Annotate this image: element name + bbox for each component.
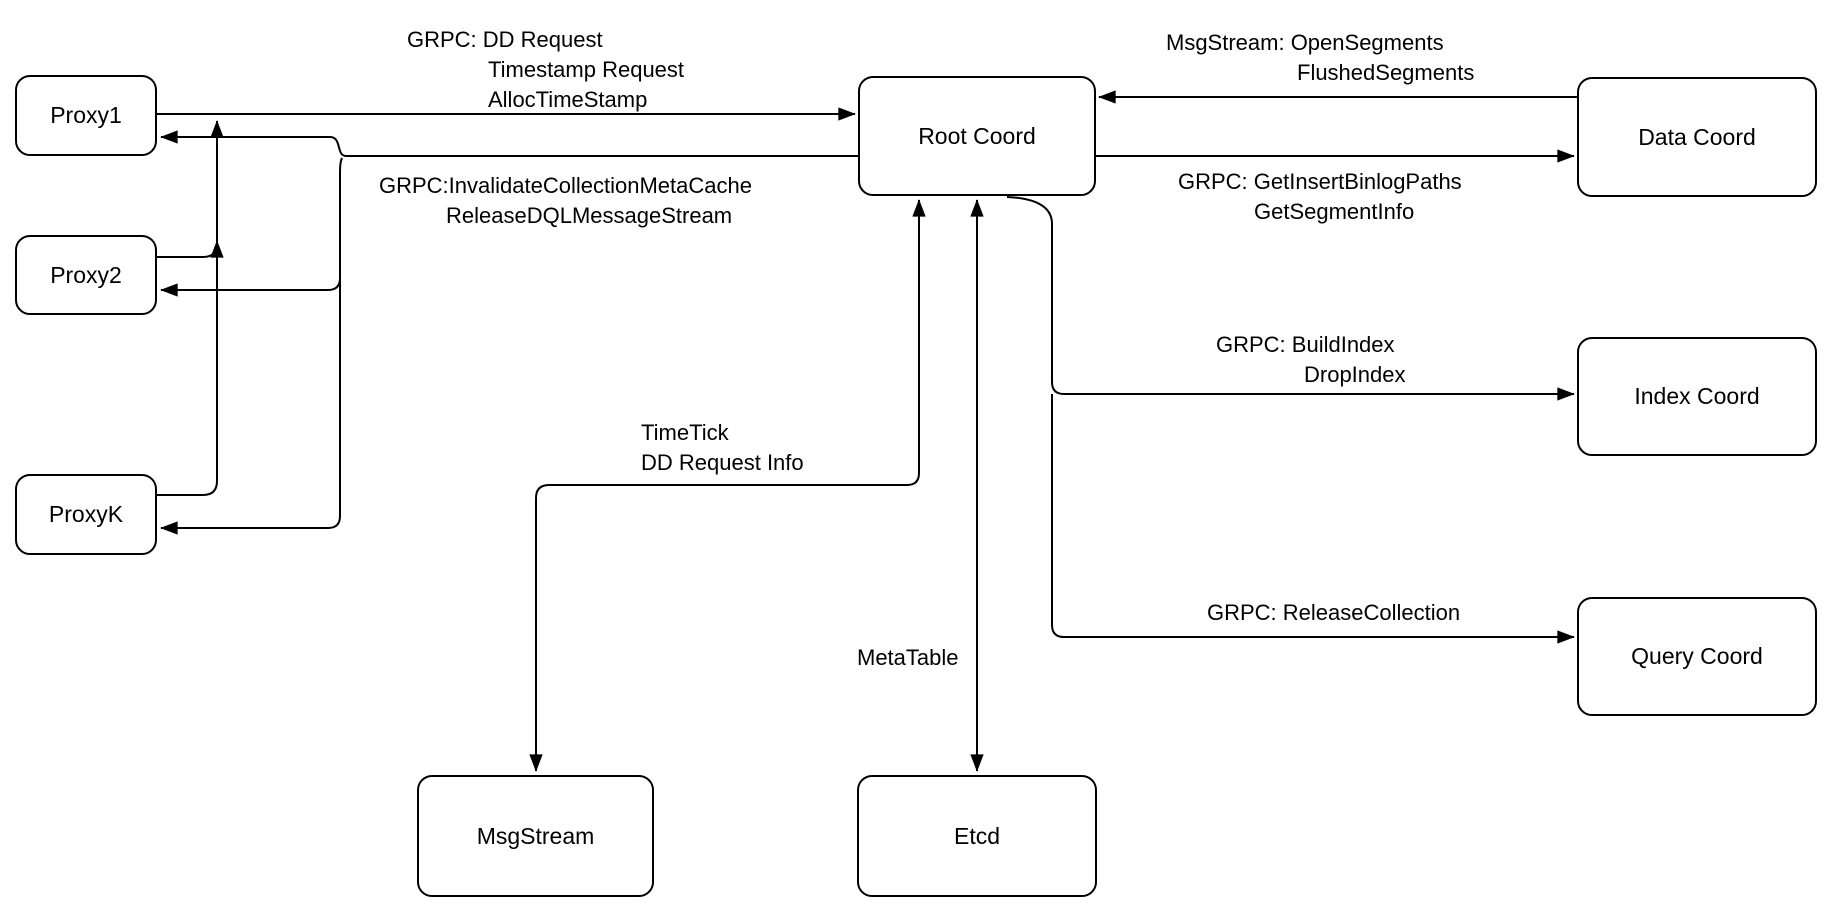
label-line: GRPC: ReleaseCollection [1207,600,1461,625]
label-line: MetaTable [857,645,959,670]
label-line: GetSegmentInfo [1254,199,1415,224]
label-line: DD Request Info [641,450,804,475]
node-proxy2: Proxy2 [15,235,157,315]
label-line: GRPC: GetInsertBinlogPaths [1178,169,1462,194]
node-label: Proxy1 [50,102,122,128]
label-line: DropIndex [1304,362,1406,387]
label-line: FlushedSegments [1297,60,1475,85]
edge-e8-root-coord-to-query-coord [1051,394,1575,644]
e9-label: TimeTick DD Request Info [641,418,804,478]
node-label: Query Coord [1631,643,1763,669]
node-label: Index Coord [1634,383,1760,409]
node-index-coord: Index Coord [1577,337,1817,456]
node-data-coord: Data Coord [1577,77,1817,197]
label-line: TimeTick [641,420,729,445]
node-proxyk: ProxyK [15,474,157,555]
node-label: Root Coord [918,122,1036,149]
node-etcd: Etcd [857,775,1097,897]
label-line: Timestamp Request [488,57,685,82]
edge-e9-root-coord-to-msgstream [529,199,926,772]
node-label: ProxyK [48,501,124,527]
edge-e2c-root-coord-to-proxyk [160,278,341,535]
node-label: Proxy2 [50,261,122,288]
edge-e2b-root-coord-to-proxy2 [160,157,343,297]
label-line: GRPC: DD Request [407,27,603,52]
edge-e4-proxyk-to-root-coord [157,240,224,496]
label-line: ReleaseDQLMessageStream [446,203,733,228]
edge-e7-root-coord-to-index-coord [1006,196,1575,401]
label-line: MsgStream: OpenSegments [1166,30,1444,55]
node-proxy1: Proxy1 [15,75,157,156]
label-line: AllocTimeStamp [488,87,648,112]
node-label: Etcd [953,822,1001,849]
node-label: MsgStream [476,822,595,849]
node-root-coord: Root Coord [858,76,1096,196]
e10-label: MetaTable [857,643,959,673]
edge-e2a-root-coord-to-proxy1 [160,130,858,157]
node-query-coord: Query Coord [1577,597,1817,716]
edge-e3-proxy2-to-root-coord [157,120,224,258]
label-line: GRPC: BuildIndex [1216,332,1395,357]
node-msgstream: MsgStream [417,775,654,897]
label-line: GRPC:InvalidateCollectionMetaCache [379,173,752,198]
node-label: Data Coord [1638,123,1756,150]
e8-label: GRPC: ReleaseCollection [1207,598,1460,628]
